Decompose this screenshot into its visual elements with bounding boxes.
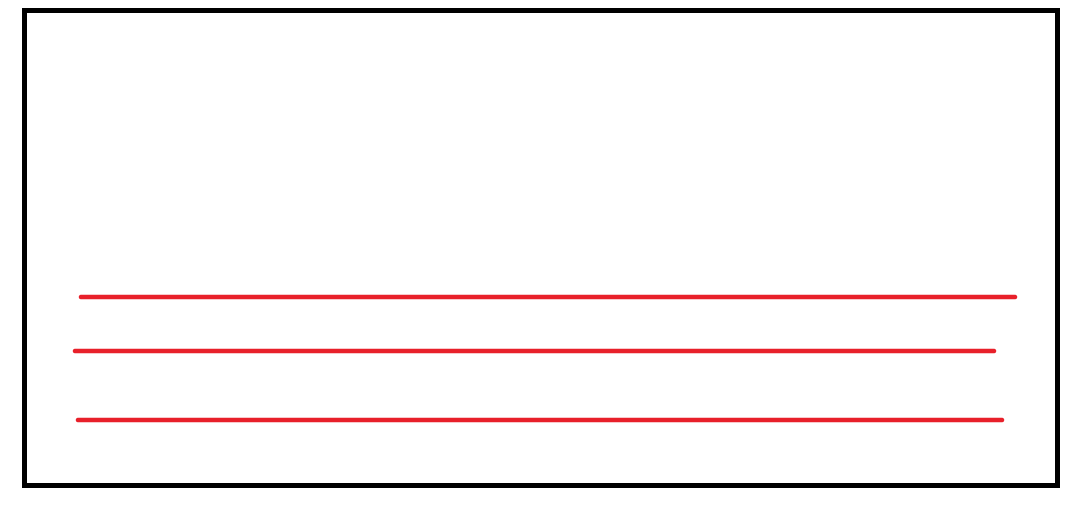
rectangle-frame [22,8,1060,488]
